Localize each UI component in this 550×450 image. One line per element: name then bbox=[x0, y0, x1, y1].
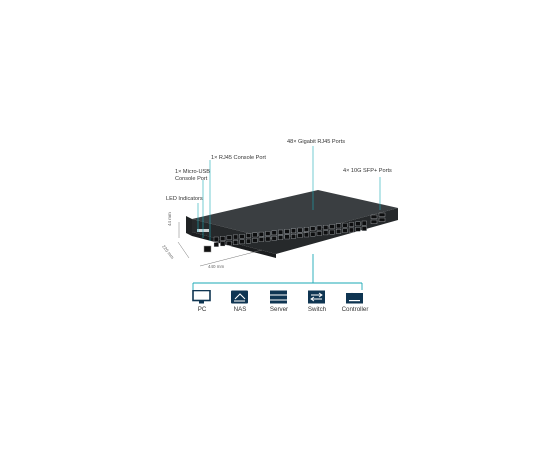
rj45-port bbox=[291, 228, 296, 234]
rj45-port bbox=[278, 235, 284, 240]
callout-micro-usb-line2: Console Port bbox=[175, 175, 208, 182]
rj45-port bbox=[239, 239, 245, 245]
device-label-pc: PC bbox=[197, 306, 207, 313]
device-label-server: Server bbox=[269, 306, 289, 313]
rj45-port bbox=[233, 240, 239, 245]
rj45-port bbox=[265, 231, 271, 236]
rj45-port bbox=[361, 226, 367, 231]
rj45-port bbox=[252, 238, 258, 243]
chassis-top bbox=[192, 190, 398, 240]
rj45-port bbox=[213, 242, 219, 247]
rj45-port bbox=[246, 233, 251, 238]
rj45-console-port bbox=[203, 245, 212, 253]
sfp-port-array bbox=[370, 212, 386, 224]
callout-micro-usb: 1× Micro-USB Console Port bbox=[175, 169, 210, 182]
device-label-nas: NAS bbox=[233, 306, 247, 313]
rj45-port bbox=[284, 234, 290, 240]
rj45-port bbox=[252, 232, 258, 238]
callout-gigabit-ports: 48× Gigabit RJ45 Ports bbox=[287, 139, 345, 145]
switch-icon bbox=[306, 290, 328, 304]
dim-height: 44 mm bbox=[167, 212, 172, 226]
width-dim-line bbox=[199, 249, 263, 267]
callout-rj45-console: 1× RJ45 Console Port bbox=[211, 155, 266, 161]
rj45-port bbox=[213, 236, 219, 242]
rj45-port bbox=[342, 228, 348, 233]
sfp-port bbox=[370, 219, 378, 224]
server-icon bbox=[268, 290, 290, 304]
rj45-port bbox=[323, 230, 329, 236]
rj45-port bbox=[220, 236, 226, 241]
rj45-port bbox=[355, 221, 361, 227]
rj45-port bbox=[329, 229, 335, 235]
rj45-port bbox=[258, 237, 264, 242]
rj45-port bbox=[220, 241, 226, 247]
rj45-port bbox=[278, 229, 284, 235]
callout-sfp-ports: 4× 10G SFP+ Ports bbox=[343, 168, 392, 174]
rj45-port bbox=[271, 230, 277, 236]
chassis-side bbox=[186, 216, 192, 236]
rj45-port bbox=[355, 227, 361, 232]
rj45-port bbox=[310, 231, 316, 237]
rj45-port bbox=[323, 225, 329, 230]
sfp-port bbox=[370, 214, 378, 219]
rj45-port bbox=[226, 240, 232, 246]
callout-led-indicators: LED Indicators bbox=[166, 196, 203, 202]
rj45-port bbox=[233, 234, 239, 240]
rj45-port bbox=[226, 235, 232, 240]
rj45-port bbox=[297, 233, 303, 238]
rj45-port bbox=[342, 222, 348, 228]
chassis-bottom-edge bbox=[192, 232, 276, 258]
controller-icon bbox=[344, 290, 366, 304]
pc-icon bbox=[191, 290, 213, 304]
rj45-port bbox=[265, 236, 271, 242]
rj45-port bbox=[361, 220, 367, 226]
rj45-port bbox=[246, 238, 251, 244]
rj45-port bbox=[348, 222, 354, 227]
rj45-port bbox=[291, 234, 296, 239]
sfp-port bbox=[378, 217, 386, 222]
device-label-switch: Switch bbox=[307, 306, 327, 313]
rj45-port bbox=[258, 231, 264, 237]
callout-micro-usb-line1: 1× Micro-USB bbox=[175, 169, 210, 175]
device-label-controller: Controller bbox=[341, 306, 369, 313]
rj45-port bbox=[329, 224, 335, 229]
nas-icon bbox=[229, 290, 251, 304]
rj45-port bbox=[310, 226, 316, 231]
rj45-port bbox=[316, 225, 322, 231]
dim-width: 440 mm bbox=[208, 264, 225, 269]
rj45-port bbox=[239, 234, 245, 239]
rj45-port bbox=[303, 232, 309, 238]
rj45-port bbox=[336, 229, 342, 234]
sfp-port bbox=[378, 212, 386, 217]
rj45-port bbox=[336, 223, 342, 229]
rj45-port-array bbox=[213, 220, 367, 247]
depth-dim-line bbox=[177, 241, 190, 259]
rj45-port bbox=[316, 231, 322, 236]
rj45-port bbox=[348, 227, 354, 233]
rj45-port bbox=[303, 227, 309, 232]
rj45-port bbox=[271, 236, 277, 241]
rj45-port bbox=[284, 229, 290, 234]
rj45-port bbox=[297, 227, 303, 233]
